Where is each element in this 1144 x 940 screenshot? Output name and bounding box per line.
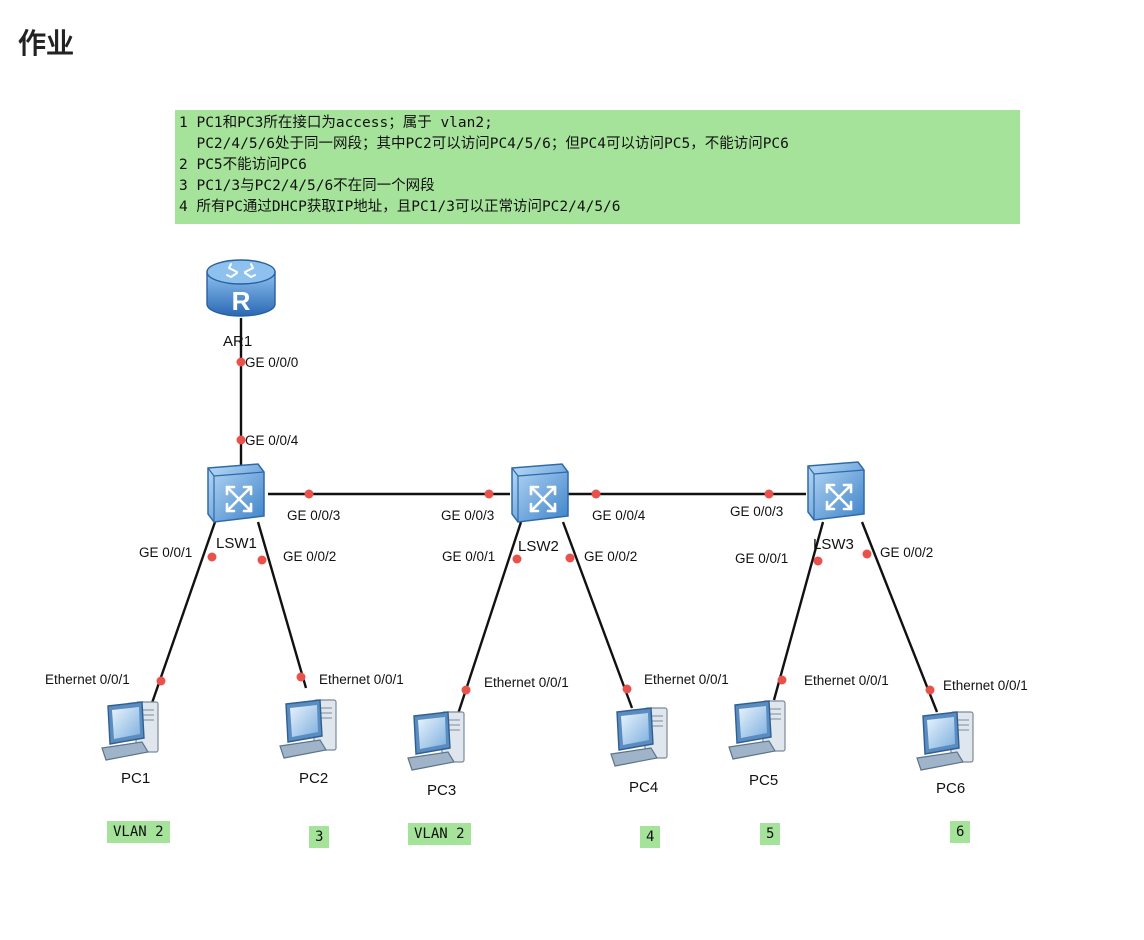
port-dot	[484, 489, 494, 499]
pc-icon-pc3[interactable]	[407, 711, 465, 771]
device-label-pc2: PC2	[299, 770, 328, 787]
note-line: 3 PC1/3与PC2/4/5/6不在同一个网段	[179, 178, 435, 194]
segment-tag-pc4: 4	[640, 826, 661, 848]
segment-tag-pc2: 3	[309, 826, 330, 848]
device-label-lsw3: LSW3	[813, 536, 854, 553]
port-label: GE 0/0/4	[592, 508, 646, 523]
vlan-tag-pc1: VLAN 2	[107, 821, 170, 843]
port-label: GE 0/0/0	[245, 355, 298, 370]
port-dot	[591, 489, 601, 499]
link-lsw1-pc2	[256, 521, 308, 689]
port-dot	[777, 675, 787, 685]
port-label: Ethernet 0/0/1	[943, 678, 1028, 693]
device-label-lsw1: LSW1	[216, 535, 257, 552]
device-label-ar1: AR1	[223, 333, 252, 350]
port-label: GE 0/0/3	[287, 508, 340, 523]
pc-icon-pc1[interactable]	[101, 701, 159, 761]
port-label: GE 0/0/1	[139, 545, 192, 560]
port-dot	[156, 676, 166, 686]
device-label-pc1: PC1	[121, 770, 150, 787]
switch-icon-lsw1[interactable]	[206, 462, 266, 524]
port-label: Ethernet 0/0/1	[484, 675, 569, 690]
port-label: Ethernet 0/0/1	[45, 672, 130, 687]
port-dot	[296, 672, 306, 682]
port-label: Ethernet 0/0/1	[644, 672, 729, 687]
port-dot	[925, 685, 935, 695]
port-label: Ethernet 0/0/1	[319, 672, 404, 687]
switch-icon-lsw2[interactable]	[510, 462, 570, 524]
switch-icon-lsw3[interactable]	[806, 460, 866, 522]
note-line: PC2/4/5/6处于同一网段；其中PC2可以访问PC4/5/6；但PC4可以访…	[179, 136, 789, 152]
link-lsw3-pc5	[772, 521, 825, 701]
svg-text:R: R	[232, 286, 251, 316]
port-dot	[622, 684, 632, 694]
port-dots	[156, 357, 935, 695]
port-dot	[461, 685, 471, 695]
port-label: GE 0/0/3	[441, 508, 494, 523]
note-line: 4 所有PC通过DHCP获取IP地址，且PC1/3可以正常访问PC2/4/5/6	[179, 199, 621, 215]
router-icon[interactable]: R	[206, 259, 276, 317]
link-lsw3-pc6	[860, 521, 939, 713]
pc-icon-pc5[interactable]	[728, 700, 786, 760]
port-label: GE 0/0/2	[880, 545, 933, 560]
page-title: 作业	[18, 27, 75, 60]
port-dot	[236, 357, 246, 367]
port-dot	[304, 489, 314, 499]
segment-tag-pc5: 5	[760, 823, 781, 845]
port-dot	[813, 556, 823, 566]
device-label-lsw2: LSW2	[518, 538, 559, 555]
pc-icon-pc6[interactable]	[916, 711, 974, 771]
device-label-pc4: PC4	[629, 779, 658, 796]
port-dot	[236, 435, 246, 445]
segment-tag-pc6: 6	[950, 821, 971, 843]
port-label: Ethernet 0/0/1	[804, 673, 889, 688]
link-lsw2-pc4	[561, 521, 634, 709]
port-dot	[764, 489, 774, 499]
device-label-pc6: PC6	[936, 780, 965, 797]
link-lsw1-pc1	[150, 521, 217, 704]
port-dot	[257, 555, 267, 565]
note-line: 2 PC5不能访问PC6	[179, 157, 307, 173]
port-label: GE 0/0/2	[283, 549, 336, 564]
pc-icon-pc4[interactable]	[610, 707, 668, 767]
device-label-pc5: PC5	[749, 772, 778, 789]
vlan-tag-pc3: VLAN 2	[408, 823, 471, 845]
port-label: GE 0/0/1	[442, 549, 495, 564]
port-dot	[207, 552, 217, 562]
port-label: GE 0/0/1	[735, 551, 788, 566]
device-label-pc3: PC3	[427, 782, 456, 799]
note-line: 1 PC1和PC3所在接口为access；属于 vlan2;	[179, 115, 493, 131]
port-label: GE 0/0/3	[730, 504, 783, 519]
port-dot	[862, 549, 872, 559]
requirements-note: 1 PC1和PC3所在接口为access；属于 vlan2; PC2/4/5/6…	[175, 110, 1020, 224]
port-dot	[512, 554, 522, 564]
pc-icon-pc2[interactable]	[279, 699, 337, 759]
port-label: GE 0/0/2	[584, 549, 637, 564]
port-label: GE 0/0/4	[245, 433, 299, 448]
port-dot	[565, 553, 575, 563]
link-lsw2-pc3	[456, 521, 523, 715]
